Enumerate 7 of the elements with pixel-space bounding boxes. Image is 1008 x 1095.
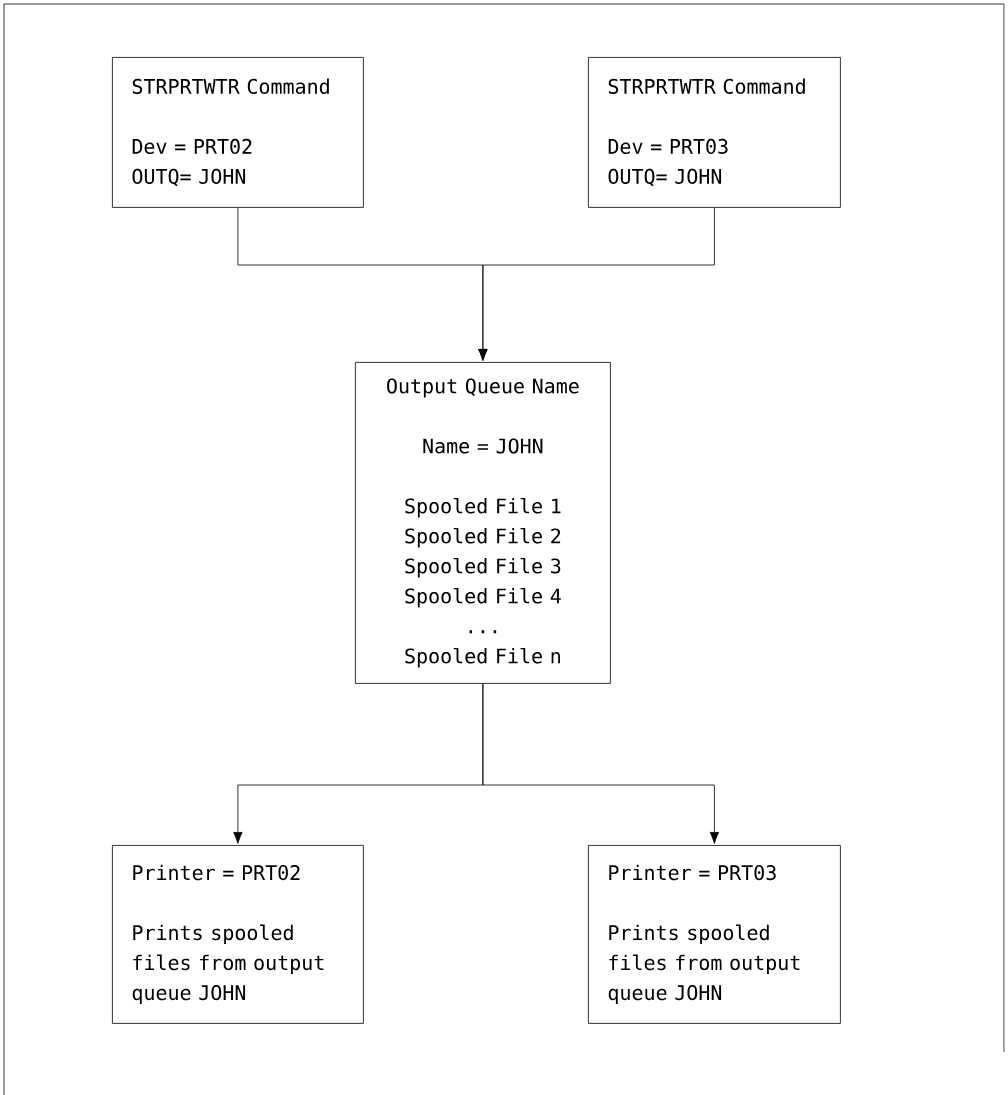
queue-box: Output Queue Name Name = JOHN Spooled File 1 Spooled File 2 Spooled File 3 Spooled File 4 ... Spooled File n (355, 362, 611, 684)
command-box: STRPRTWTR Command Dev = PRT03 OUTQ= JOHN (588, 57, 841, 208)
printer-box: Printer = PRT02 Prints spooled files from output queue JOHN (112, 845, 364, 1024)
arrow (482, 683, 720, 844)
command-box: STRPRTWTR Command Dev = PRT02 OUTQ= JOHN (112, 57, 364, 208)
printer-box: Printer = PRT03 Prints spooled files from output queue JOHN (588, 845, 841, 1024)
arrow (478, 207, 715, 361)
